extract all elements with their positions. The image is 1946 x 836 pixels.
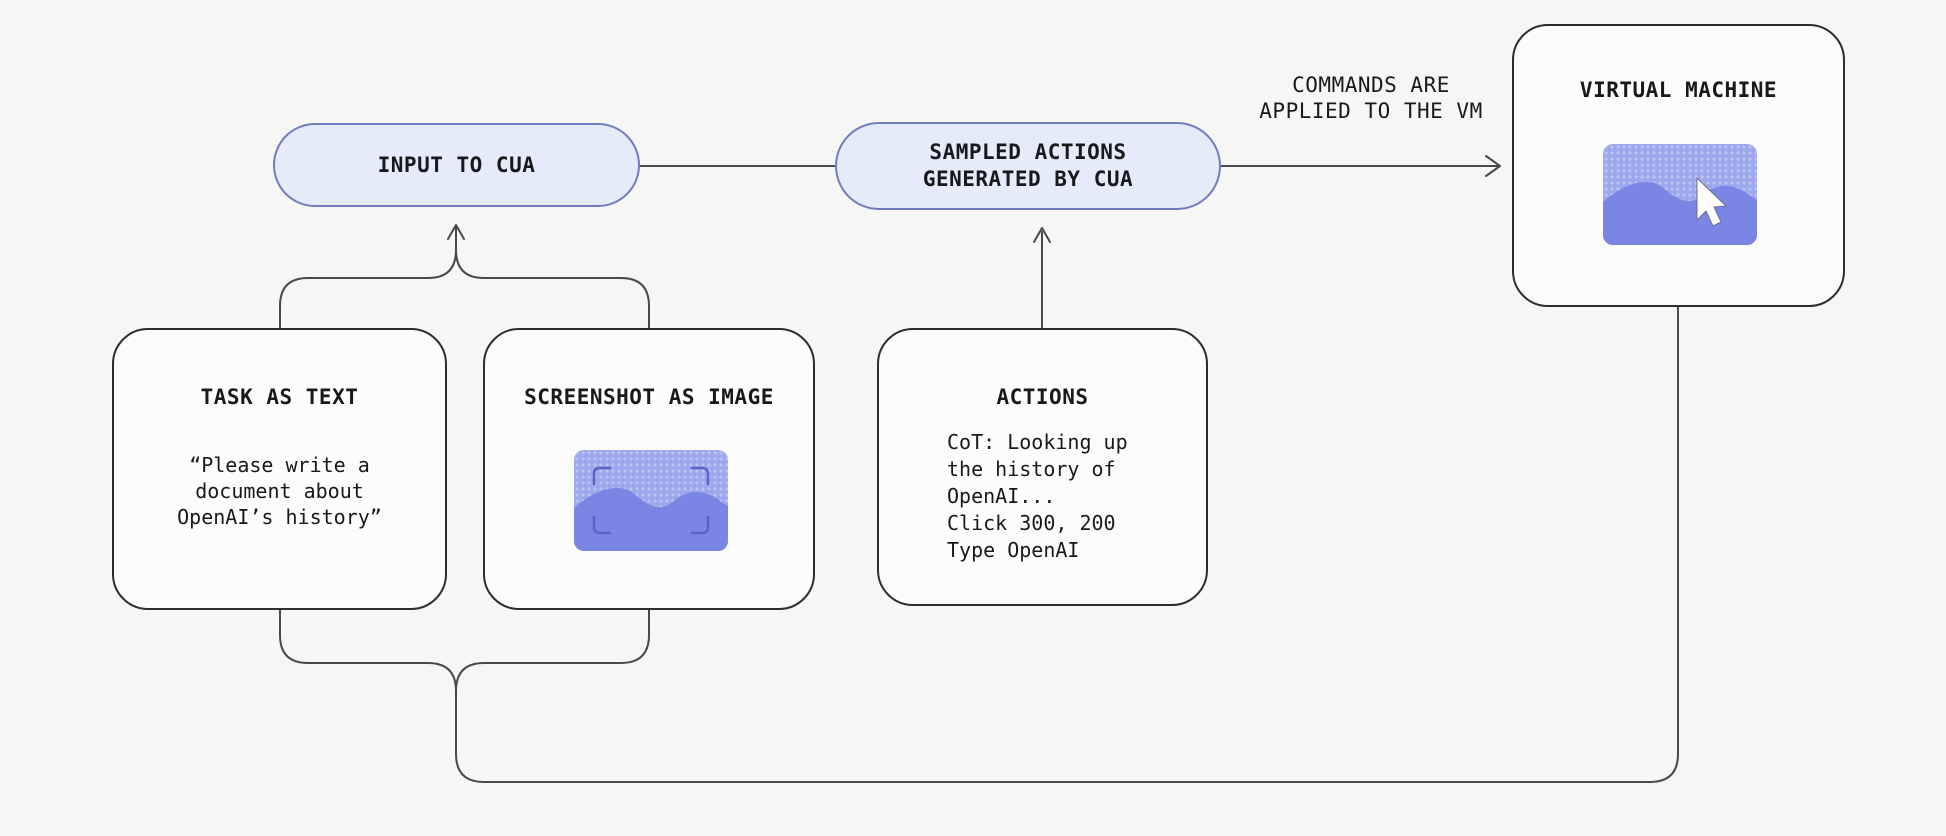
brace-inputs-left-branch <box>279 227 457 329</box>
actions-title: ACTIONS <box>996 385 1089 409</box>
task-quote-line2: document about <box>195 479 364 503</box>
screenshot-viewfinder-icon <box>574 450 728 551</box>
arrowhead-up-icon <box>447 224 465 240</box>
actions-line: OpenAI... <box>947 484 1056 508</box>
input-to-cua-pill: INPUT TO CUA <box>273 123 640 207</box>
vm-arrow-caption-line1: COMMANDS ARE <box>1292 73 1450 97</box>
sampled-actions-label-line2: GENERATED BY CUA <box>922 167 1134 191</box>
arrowhead-up-icon <box>1033 227 1051 243</box>
actions-line: Click 300, 200 <box>947 511 1116 535</box>
actions-body: CoT: Looking up the history of OpenAI...… <box>947 429 1206 564</box>
actions-line: the history of <box>947 457 1116 481</box>
screenshot-as-image-title: SCREENSHOT AS IMAGE <box>524 385 774 409</box>
cursor-arrow-icon <box>1696 177 1727 227</box>
arrowhead-right-icon <box>1485 155 1501 177</box>
virtual-machine-title: VIRTUAL MACHINE <box>1579 78 1778 102</box>
vm-arrow-caption-line2: APPLIED TO THE VM <box>1259 99 1483 123</box>
virtual-machine-box: VIRTUAL MACHINE <box>1512 24 1845 307</box>
vm-screen-with-cursor-icon <box>1603 144 1757 245</box>
task-as-text-box: TASK AS TEXT “Please write a document ab… <box>112 328 447 610</box>
actions-line: CoT: Looking up <box>947 430 1128 454</box>
vm-arrow-caption: COMMANDS ARE APPLIED TO THE VM <box>1211 72 1531 124</box>
viewfinder-corners-icon <box>592 466 710 535</box>
input-to-cua-label: INPUT TO CUA <box>377 152 536 177</box>
brace-inputs-right-branch <box>455 249 650 329</box>
task-quote-line3: OpenAI’s history” <box>177 505 382 529</box>
actions-line: Type OpenAI <box>947 538 1080 562</box>
task-as-text-title: TASK AS TEXT <box>200 385 359 409</box>
brace-feedback-right-branch <box>455 609 650 692</box>
sampled-actions-pill: SAMPLED ACTIONS GENERATED BY CUA <box>835 122 1221 210</box>
screenshot-as-image-box: SCREENSHOT AS IMAGE <box>483 328 815 610</box>
sampled-actions-label-line1: SAMPLED ACTIONS <box>929 140 1127 164</box>
task-quote-line1: “Please write a <box>189 453 370 477</box>
task-quote: “Please write a document about OpenAI’s … <box>114 452 445 530</box>
actions-box: ACTIONS CoT: Looking up the history of O… <box>877 328 1208 606</box>
brace-feedback-left-branch <box>279 609 457 692</box>
